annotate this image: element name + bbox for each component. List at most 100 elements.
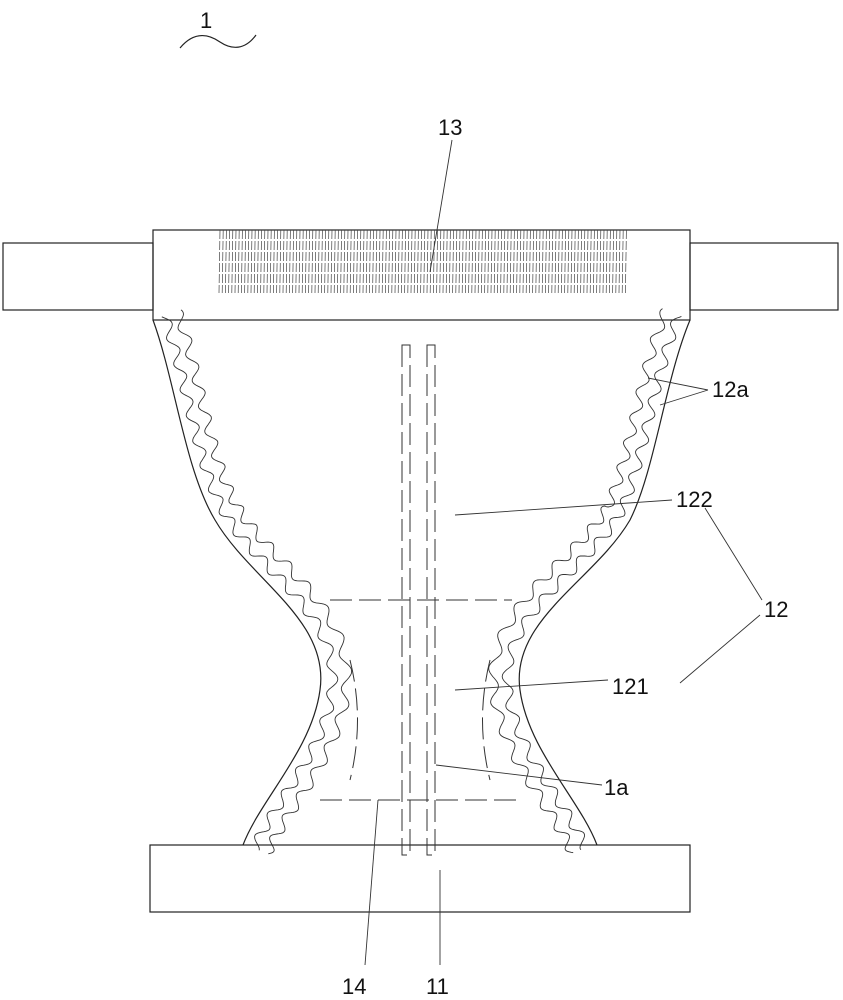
- hatch-line: [359, 229, 362, 294]
- hatch-line: [602, 229, 605, 294]
- label-14: 14: [342, 974, 366, 999]
- hatch-line: [401, 229, 403, 294]
- hatch-line: [253, 229, 256, 294]
- label-1a: 1a: [604, 775, 629, 800]
- hatch-line: [301, 229, 304, 294]
- hatch-line: [458, 229, 461, 294]
- hatch-line: [506, 229, 509, 294]
- waist-hatch-13: [218, 229, 627, 294]
- hatch-line: [349, 229, 352, 294]
- hatch-line: [381, 229, 384, 294]
- hatch-line: [237, 229, 240, 294]
- hatch-line: [551, 229, 554, 294]
- label-12: 12: [764, 597, 788, 622]
- hatch-line: [340, 229, 342, 294]
- hatch-line: [317, 229, 320, 294]
- hatch-line: [481, 229, 483, 294]
- hatch-line: [612, 229, 614, 294]
- hatch-line: [519, 229, 522, 294]
- hatch-line: [388, 229, 390, 294]
- hatch-line: [250, 229, 253, 294]
- hatch-line: [410, 229, 413, 294]
- hatch-line: [497, 229, 499, 294]
- hatch-line: [557, 229, 560, 294]
- hatch-line: [503, 229, 506, 294]
- hatch-line: [234, 229, 237, 294]
- hatch-line: [292, 229, 294, 294]
- hatch-line: [535, 229, 538, 294]
- hatch-line: [433, 229, 435, 294]
- hatch-line: [330, 229, 333, 294]
- hatch-line: [308, 229, 310, 294]
- hatch-line: [442, 229, 445, 294]
- elastic-wave: [177, 309, 353, 855]
- hatch-line: [228, 229, 230, 294]
- hatch-line: [439, 229, 442, 294]
- elastic-wavy-lines-12a: [161, 308, 682, 855]
- hatch-line: [420, 229, 422, 294]
- hatch-line: [532, 229, 534, 294]
- hatch-line: [538, 229, 541, 294]
- hatch-line: [577, 229, 579, 294]
- label-13: 13: [438, 115, 462, 140]
- hatch-line: [490, 229, 493, 294]
- hatch-line: [289, 229, 291, 294]
- elastic-wave: [501, 315, 682, 850]
- hatch-line: [244, 229, 246, 294]
- right-side-tab: [689, 242, 839, 311]
- label-12a: 12a: [712, 377, 749, 402]
- hatch-line: [257, 229, 259, 294]
- hatch-line: [445, 229, 448, 294]
- hatch-line: [548, 229, 550, 294]
- hatch-line: [621, 229, 624, 294]
- hatch-line: [311, 229, 314, 294]
- hatch-line: [276, 229, 278, 294]
- hatch-line: [231, 229, 234, 294]
- left-side-tab: [2, 242, 154, 311]
- hatch-line: [513, 229, 515, 294]
- hatch-line: [365, 229, 368, 294]
- hatch-line: [465, 229, 467, 294]
- left-body-edge: [152, 319, 322, 846]
- hatch-line: [570, 229, 573, 294]
- hatch-line: [487, 229, 490, 294]
- hatch-line: [385, 229, 387, 294]
- right-body-edge: [518, 319, 691, 846]
- hatch-line: [372, 229, 374, 294]
- hatch-line: [273, 229, 275, 294]
- hatch-line: [247, 229, 250, 294]
- hatch-line: [218, 229, 221, 294]
- hatch-line: [436, 229, 438, 294]
- hatch-line: [375, 229, 378, 294]
- hatch-line: [378, 229, 381, 294]
- hatch-line: [461, 229, 464, 294]
- hatch-line: [625, 229, 627, 294]
- hatch-line: [295, 229, 298, 294]
- bottom-panel: [149, 844, 691, 913]
- hatch-line: [337, 229, 339, 294]
- hatch-line: [455, 229, 458, 294]
- hatch-line: [269, 229, 272, 294]
- hatch-line: [417, 229, 419, 294]
- guide-lines-1a: [401, 344, 436, 856]
- hatch-line: [426, 229, 429, 294]
- hatch-line: [449, 229, 451, 294]
- hatch-line: [221, 229, 224, 294]
- hatch-line: [618, 229, 621, 294]
- tilde-mark: [179, 34, 257, 49]
- hatch-line: [362, 229, 365, 294]
- hatch-line: [346, 229, 349, 294]
- hatch-line: [484, 229, 486, 294]
- hatch-line: [282, 229, 285, 294]
- hatch-line: [573, 229, 576, 294]
- hatch-line: [522, 229, 525, 294]
- hatch-line: [429, 229, 432, 294]
- hatch-line: [471, 229, 474, 294]
- hatch-line: [279, 229, 282, 294]
- hatch-line: [609, 229, 611, 294]
- hatch-line: [589, 229, 592, 294]
- hatch-line: [404, 229, 406, 294]
- hatch-line: [554, 229, 557, 294]
